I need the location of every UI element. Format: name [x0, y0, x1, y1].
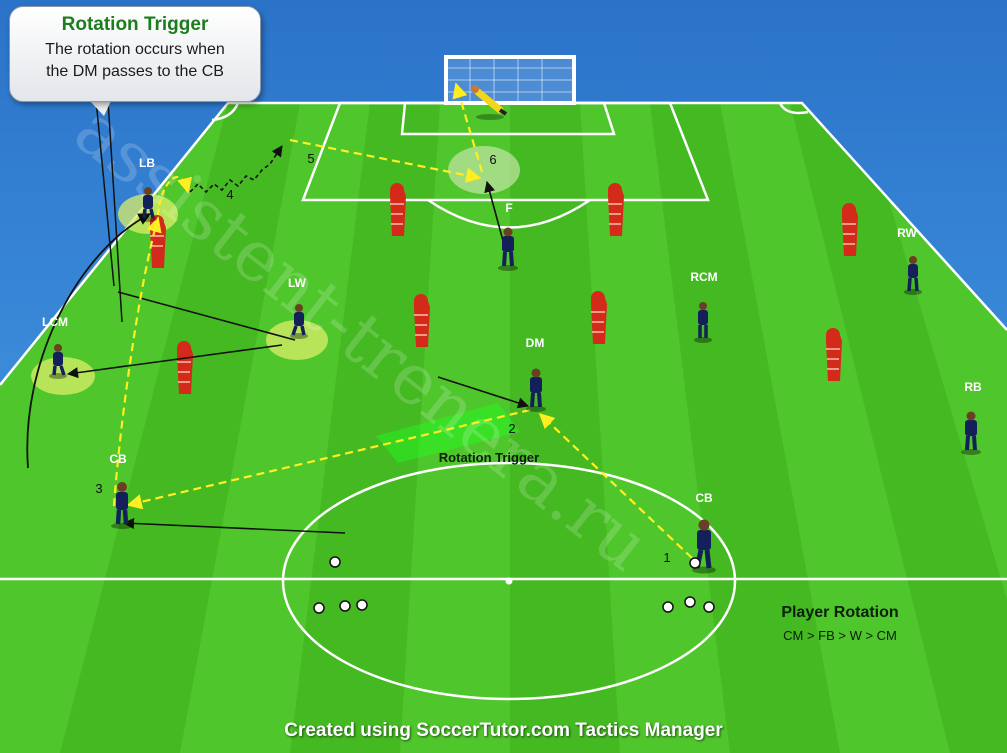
label-lcm: LCM: [42, 315, 68, 329]
f-run-arrow: [484, 180, 506, 249]
label-f: F: [505, 201, 512, 215]
player-rcm: [694, 302, 712, 343]
label-cb-left: CB: [109, 452, 127, 466]
ball-icon: [356, 599, 368, 611]
mannequin: [390, 183, 406, 236]
player-lb: [139, 187, 157, 222]
pass-2-arrow: [126, 408, 531, 510]
label-cb-right: CB: [695, 491, 713, 505]
arrows: [26, 82, 693, 559]
legend-title: Player Rotation: [781, 604, 899, 621]
mannequin: [414, 294, 430, 347]
cb-run-arrow: [122, 517, 346, 534]
shot-arrow: [452, 82, 484, 173]
player-f: [498, 227, 518, 271]
mannequin: [842, 203, 858, 256]
step-1: 1: [663, 550, 670, 565]
mannequins: [150, 183, 858, 394]
mannequin: [177, 341, 193, 394]
highlight-zone-lw: [266, 320, 328, 360]
step-2: 2: [508, 421, 515, 436]
callout-line-1: The rotation occurs when: [45, 41, 225, 58]
label-lw: LW: [288, 276, 307, 290]
step-numbers: 1 2 3 4 5 6: [95, 151, 670, 565]
balls: [313, 556, 715, 614]
highlight-zone-f: [448, 146, 520, 194]
players: [49, 187, 981, 574]
rotation-trigger-label: Rotation Trigger: [439, 450, 539, 465]
callout-tail: [88, 99, 112, 116]
player-labels: LB LW LCM CB F DM RCM RW RB CB: [42, 156, 982, 505]
ball-icon: [662, 601, 674, 613]
player-dm: [526, 368, 546, 412]
callout-title: Rotation Trigger: [61, 14, 209, 35]
callout-pointer: [95, 99, 115, 287]
step-6: 6: [489, 152, 496, 167]
step-3: 3: [95, 481, 102, 496]
player-cb-left: [111, 482, 133, 529]
player-lcm: [49, 344, 67, 379]
player-lw: [290, 304, 308, 339]
lw-to-lcm-run-arrow: [66, 344, 283, 379]
mannequin: [608, 183, 624, 236]
ball-icon: [684, 596, 696, 608]
highlight-zone-lcm: [31, 357, 95, 395]
step-4: 4: [226, 187, 233, 202]
ball-icon: [689, 557, 701, 569]
lcm-to-lb-run-arrow: [26, 213, 152, 469]
mannequin: [591, 291, 607, 344]
ball-icon: [329, 556, 341, 568]
pass-3-arrow: [112, 216, 162, 507]
mannequin: [826, 328, 842, 381]
ball-icon: [313, 602, 325, 614]
player-rb: [961, 411, 981, 455]
label-rcm: RCM: [690, 270, 717, 284]
label-lb: LB: [139, 156, 155, 170]
goal: [444, 55, 576, 105]
pass-5-arrow: [289, 138, 482, 183]
label-dm: DM: [526, 336, 545, 350]
credit-footer: Created using SoccerTutor.com Tactics Ma…: [284, 720, 723, 741]
ball-icon: [339, 600, 351, 612]
label-rb: RB: [964, 380, 982, 394]
ball-icon: [703, 601, 715, 613]
rotation-trigger-callout: Rotation Trigger The rotation occurs whe…: [9, 6, 261, 102]
pass-1-arrow: [538, 412, 693, 559]
label-rw: RW: [897, 226, 917, 240]
rotation-trigger-zone: [376, 403, 520, 463]
step-5: 5: [307, 151, 314, 166]
callout-line-2: the DM passes to the CB: [46, 63, 224, 80]
lb-to-lw-run-line: [117, 291, 296, 341]
legend-sequence: CM > FB > W > CM: [783, 628, 897, 643]
player-rw: [904, 256, 922, 295]
goalkeeper: [471, 85, 508, 120]
callout-pointer: [107, 99, 123, 323]
dm-run-arrow: [437, 376, 530, 409]
